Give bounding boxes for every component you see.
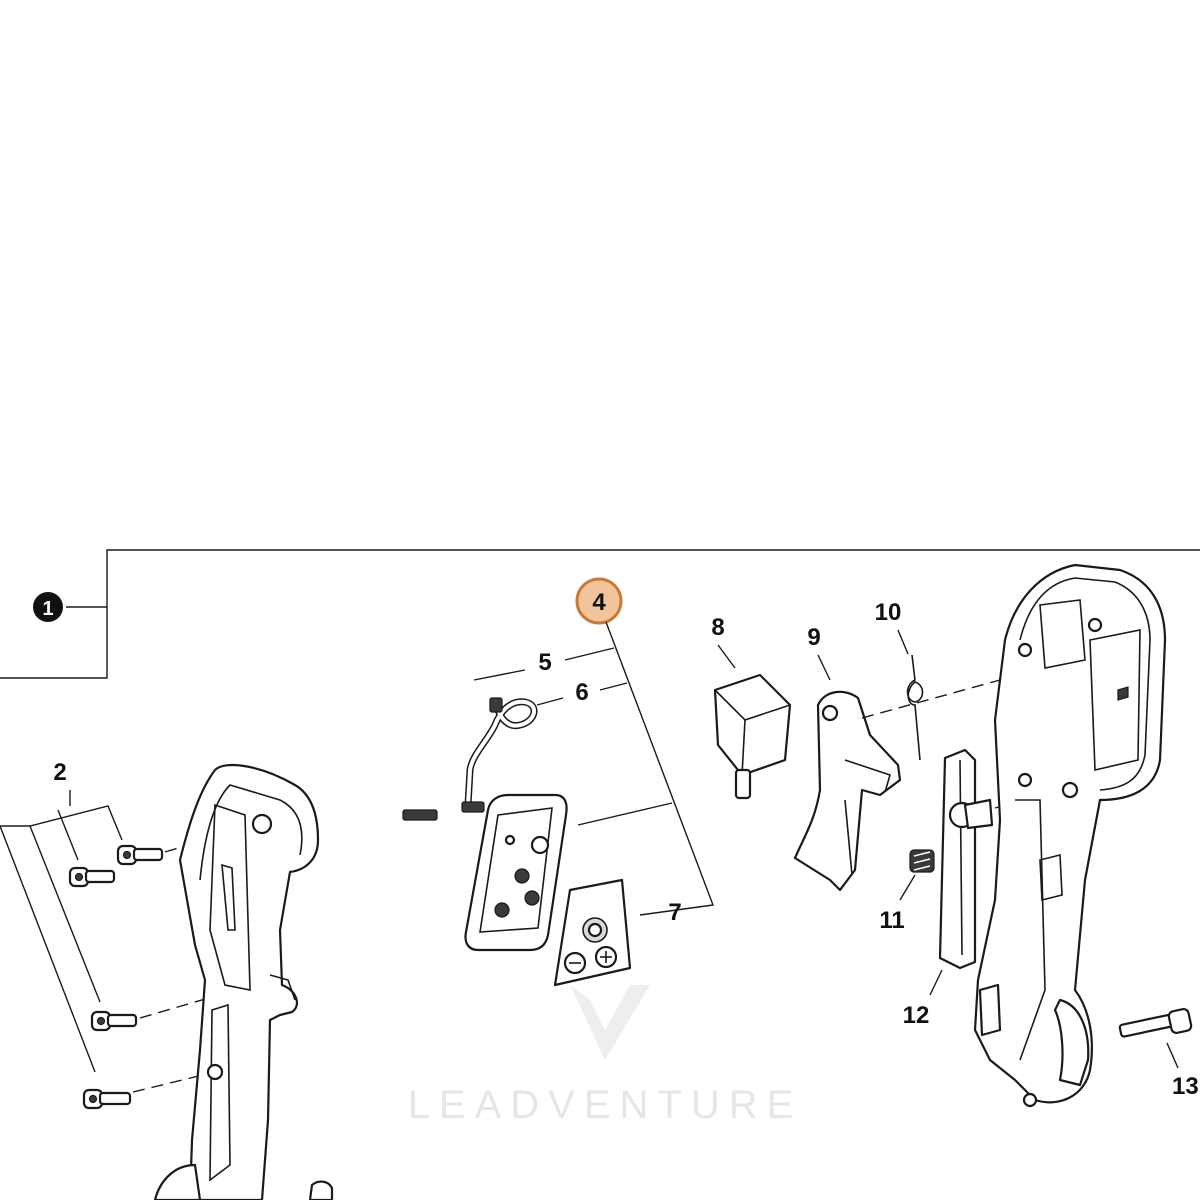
callout-7[interactable]: 7 — [668, 899, 681, 926]
callout-11[interactable]: 11 — [879, 907, 904, 934]
watermark-text: LEADVENTURE — [408, 1083, 803, 1127]
callout-1-badge[interactable] — [33, 592, 63, 622]
callout-12[interactable]: 12 — [903, 1002, 930, 1029]
callout-4-badge[interactable] — [575, 577, 623, 625]
callout-9[interactable]: 9 — [807, 624, 820, 651]
assembly-bracket: 1 — [0, 549, 1200, 679]
part-5-cable[interactable] — [308, 665, 465, 1200]
screw-d[interactable] — [82, 1088, 132, 1110]
screw-a[interactable] — [116, 844, 164, 866]
callout-1[interactable]: 1 — [42, 598, 53, 620]
callout-8[interactable]: 8 — [711, 614, 724, 641]
callout-5[interactable]: 5 — [538, 649, 551, 676]
screw-c[interactable] — [90, 1010, 138, 1032]
part-6-harness[interactable] — [461, 697, 538, 813]
part-8-switch[interactable]: 8 — [711, 614, 792, 800]
screw-b[interactable] — [68, 866, 116, 888]
callout-13[interactable]: 13 — [1172, 1073, 1199, 1100]
knob-icon — [494, 868, 540, 918]
callout-2[interactable]: 2 — [53, 759, 66, 786]
watermark-logo-icon — [570, 985, 650, 1060]
part-12-lever[interactable]: 12 — [903, 748, 994, 1029]
part-2-screws: 2 — [0, 759, 261, 1110]
part-4-group: 4 5 6 7 — [473, 577, 714, 926]
right-housing[interactable] — [973, 563, 1167, 1108]
control-board[interactable] — [464, 793, 568, 952]
part-11-spring[interactable]: 11 — [879, 849, 935, 934]
part-10-spring[interactable]: 10 — [875, 599, 924, 761]
callout-6[interactable]: 6 — [575, 679, 588, 706]
part-13-screw[interactable]: 13 — [1118, 1007, 1199, 1100]
callout-4[interactable]: 4 — [592, 589, 606, 616]
left-housing[interactable] — [153, 763, 320, 1200]
part-9-trigger[interactable]: 9 — [793, 624, 902, 892]
callout-10[interactable]: 10 — [875, 599, 902, 626]
membrane-label[interactable] — [553, 878, 632, 987]
watermark: LEADVENTURE — [408, 985, 803, 1127]
